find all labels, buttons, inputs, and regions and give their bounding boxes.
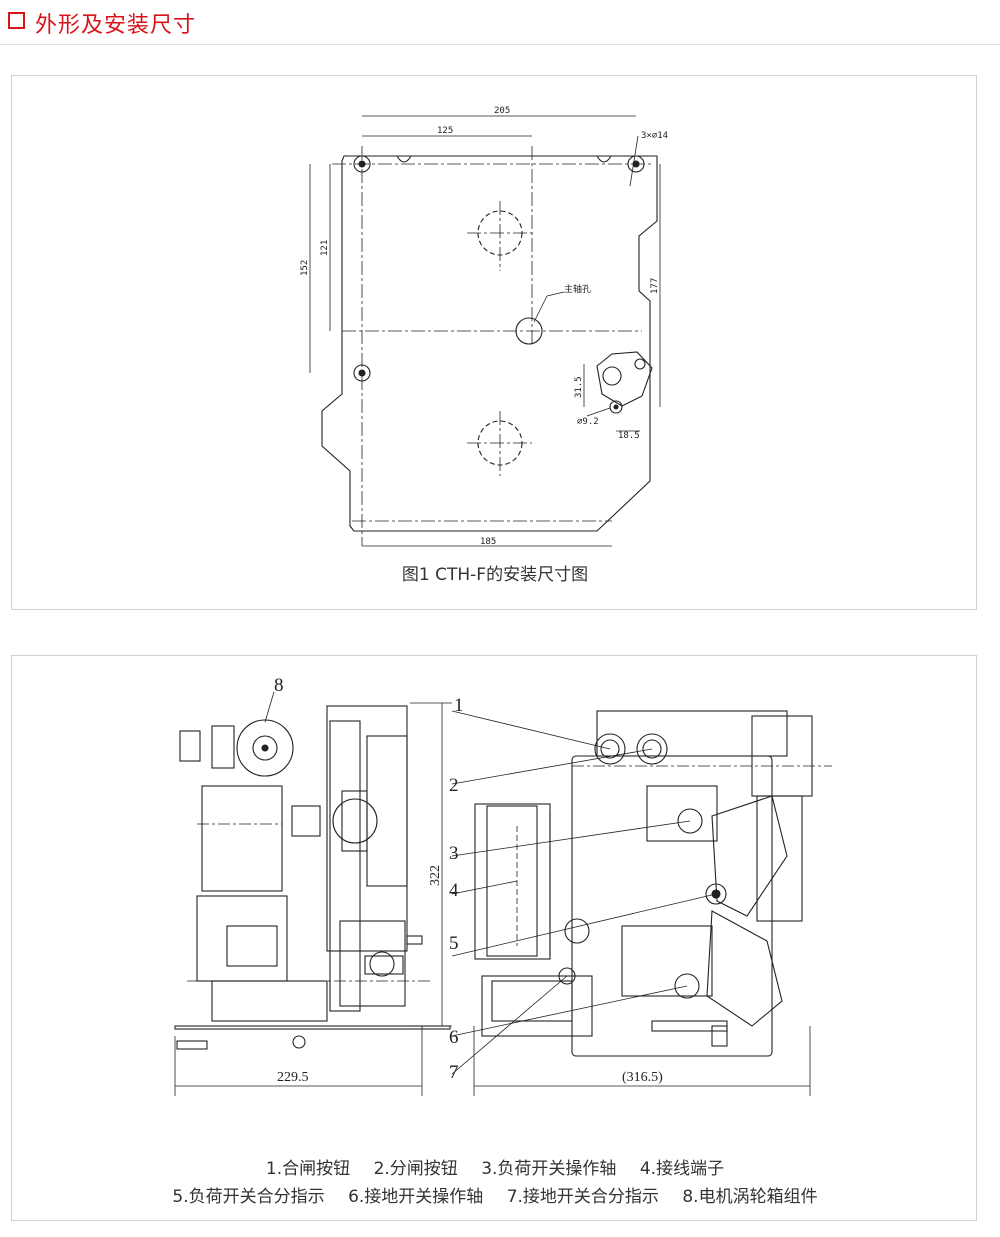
dim-152: 152	[300, 260, 310, 276]
section-header: 外形及安装尺寸	[0, 0, 1000, 46]
callout-2: 2	[449, 775, 459, 796]
callout-3: 3	[449, 843, 459, 864]
callout-7: 7	[449, 1062, 459, 1083]
dim-3x14: 3×⌀14	[641, 131, 668, 141]
dim-125: 125	[437, 126, 453, 136]
legend-item: 2.分闸按钮	[373, 1159, 458, 1179]
callout-1: 1	[454, 695, 464, 716]
callout-6: 6	[449, 1027, 459, 1048]
mechanism-views-drawing: 1 2 3 4 5 6 7 8 322 229.5 (316.5)	[174, 675, 832, 1096]
legend-item: 7.接地开关合分指示	[506, 1187, 659, 1207]
section-title: 外形及安装尺寸	[35, 13, 197, 38]
legend-item: 1.合闸按钮	[265, 1159, 351, 1179]
checkbox-square-icon	[8, 12, 25, 29]
figure1-panel: 205 125 3×⌀14 主轴孔 ⌀9.2 18.5 185 152 121 …	[11, 75, 977, 610]
header-divider	[0, 44, 1000, 45]
main-shaft-label: 主轴孔	[564, 283, 591, 295]
dim-185: 185	[480, 537, 496, 547]
legend-item: 4.接线端子	[639, 1159, 725, 1179]
left-side-view	[174, 705, 451, 1050]
legend-item: 5.负荷开关合分指示	[172, 1187, 325, 1207]
callout-8: 8	[274, 675, 284, 696]
dim-316-5: (316.5)	[622, 1070, 663, 1085]
legend-row-2: 5.负荷开关合分指示 6.接地开关操作轴 7.接地开关合分指示 8.电机涡轮箱组…	[12, 1182, 978, 1207]
dim-177: 177	[650, 278, 660, 294]
dim-9-2: ⌀9.2	[577, 417, 599, 427]
installation-dimension-drawing: 205 125 3×⌀14 主轴孔 ⌀9.2 18.5 185 152 121 …	[300, 106, 668, 547]
callout-4: 4	[449, 880, 459, 901]
legend-row-1: 1.合闸按钮 2.分闸按钮 3.负荷开关操作轴 4.接线端子	[12, 1154, 978, 1179]
right-front-view	[474, 710, 832, 1057]
figure1-caption: 图1 CTH-F的安装尺寸图	[401, 565, 589, 585]
dim-18-5: 18.5	[618, 431, 640, 441]
dim-31-5: 31.5	[574, 376, 584, 398]
dim-229-5: 229.5	[277, 1070, 309, 1085]
callout-5: 5	[449, 933, 459, 954]
legend-item: 3.负荷开关操作轴	[481, 1159, 617, 1179]
dim-205: 205	[494, 106, 510, 116]
legend-item: 6.接地开关操作轴	[348, 1187, 484, 1207]
dim-322: 322	[428, 865, 443, 886]
figure2-panel: 1 2 3 4 5 6 7 8 322 229.5 (316.5) 1.合闸按钮…	[11, 655, 977, 1221]
dim-121: 121	[320, 240, 330, 256]
legend-item: 8.电机涡轮箱组件	[682, 1187, 818, 1207]
